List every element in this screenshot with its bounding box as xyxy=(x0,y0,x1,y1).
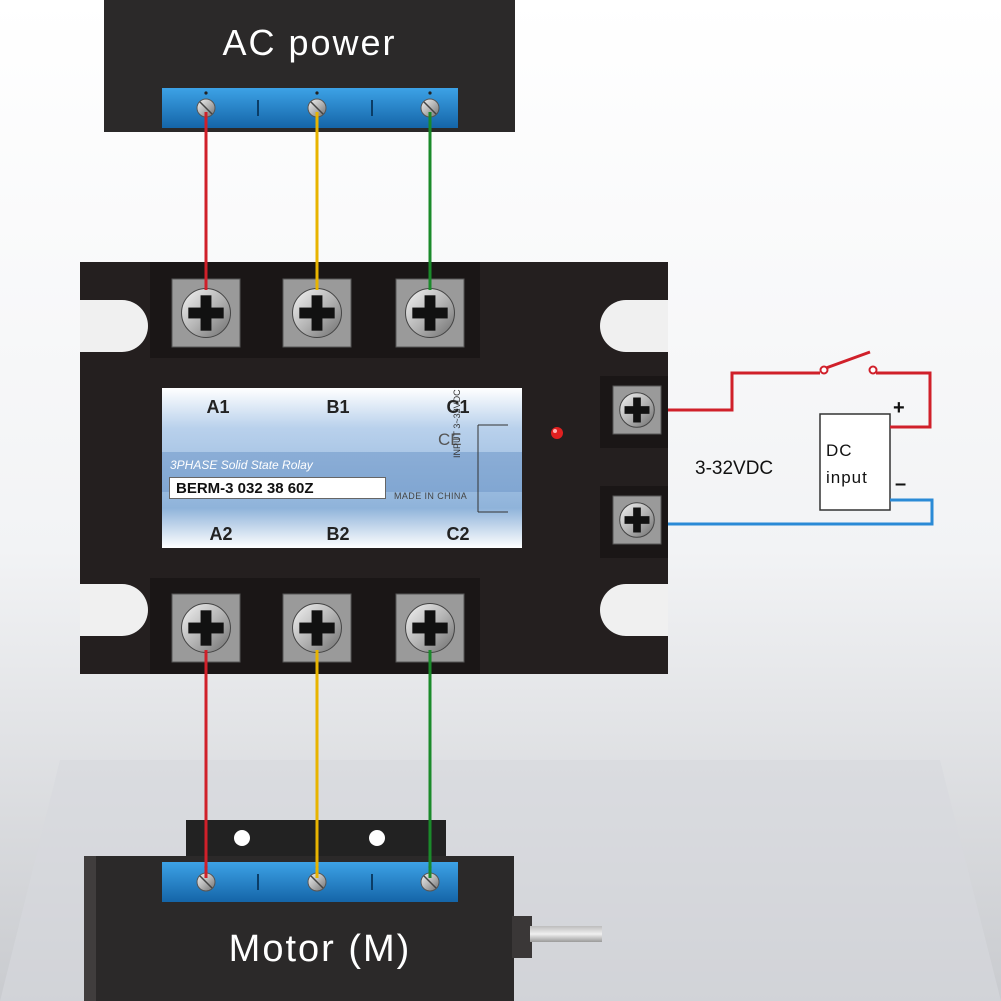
screw-slot xyxy=(310,875,324,889)
made-in-label: MADE IN CHINA xyxy=(394,491,468,501)
terminal-label-a2: A2 xyxy=(209,524,233,544)
ac-power-box xyxy=(104,0,515,132)
dc-input-box xyxy=(819,413,891,511)
screw-slot xyxy=(423,101,437,115)
wiring xyxy=(204,112,934,878)
dc-negative-wire xyxy=(668,498,934,526)
mount-slot-left-bottom xyxy=(80,584,148,636)
cross-slot xyxy=(311,295,323,331)
product-name: 3PHASE Solid State Rolay xyxy=(170,458,313,472)
mount-slot-right-bottom xyxy=(600,584,668,636)
motor-flange xyxy=(512,916,532,958)
input-range-label: INPUT 3~32VDC xyxy=(452,389,462,458)
solid-state-relay xyxy=(80,262,668,674)
screw-slot xyxy=(199,875,213,889)
terminal-dot xyxy=(204,91,208,95)
screw-slot xyxy=(199,101,213,115)
cross-slot xyxy=(633,507,641,533)
dc-input-label-line1: DC xyxy=(826,441,853,460)
motor-title: Motor (M) xyxy=(228,928,412,970)
ac-power-title: AC power xyxy=(222,22,397,63)
screw-slot xyxy=(310,101,324,115)
mount-slot-left-top xyxy=(80,300,148,352)
terminal-label-b1: B1 xyxy=(326,397,350,417)
screw-slot xyxy=(423,875,437,889)
switch-contact xyxy=(819,365,829,375)
ac-terminal-block xyxy=(162,88,458,128)
switch-lever xyxy=(825,350,871,370)
terminal-label-a1: A1 xyxy=(206,397,230,417)
cross-slot xyxy=(633,397,641,423)
dc-voltage-label: 3-32VDC xyxy=(695,458,774,479)
dc-input-label-line2: input xyxy=(826,468,868,487)
motor-end-cap xyxy=(84,856,98,1001)
cross-slot xyxy=(311,610,323,646)
dc-negative-sign: – xyxy=(895,473,907,495)
motor-terminal-block xyxy=(162,862,458,902)
dc-positive-sign: + xyxy=(893,397,905,419)
cross-slot xyxy=(424,610,436,646)
dc-input-source xyxy=(819,365,891,511)
indicator-led-highlight xyxy=(553,429,557,433)
cross-slot xyxy=(200,295,212,331)
dc-positive-wire xyxy=(668,371,820,412)
mount-slot-right-top xyxy=(600,300,668,352)
mount-hole xyxy=(234,830,250,846)
mount-hole xyxy=(369,830,385,846)
motor xyxy=(84,820,602,1001)
motor-shaft xyxy=(530,926,602,942)
cross-slot xyxy=(200,610,212,646)
cross-slot xyxy=(424,295,436,331)
terminal-dot xyxy=(428,91,432,95)
switch-contact xyxy=(868,365,878,375)
terminal-label-c1: C1 xyxy=(446,397,470,417)
relay-screw-terminals xyxy=(150,262,668,674)
terminal-label-c2: C2 xyxy=(446,524,470,544)
terminal-dot xyxy=(315,91,319,95)
indicator-led xyxy=(551,427,563,439)
ce-mark: CE xyxy=(438,430,462,449)
terminal-label-b2: B2 xyxy=(326,524,350,544)
model-number: BERM-3 032 38 60Z xyxy=(169,477,386,499)
dc-positive-return-wire xyxy=(876,371,932,429)
